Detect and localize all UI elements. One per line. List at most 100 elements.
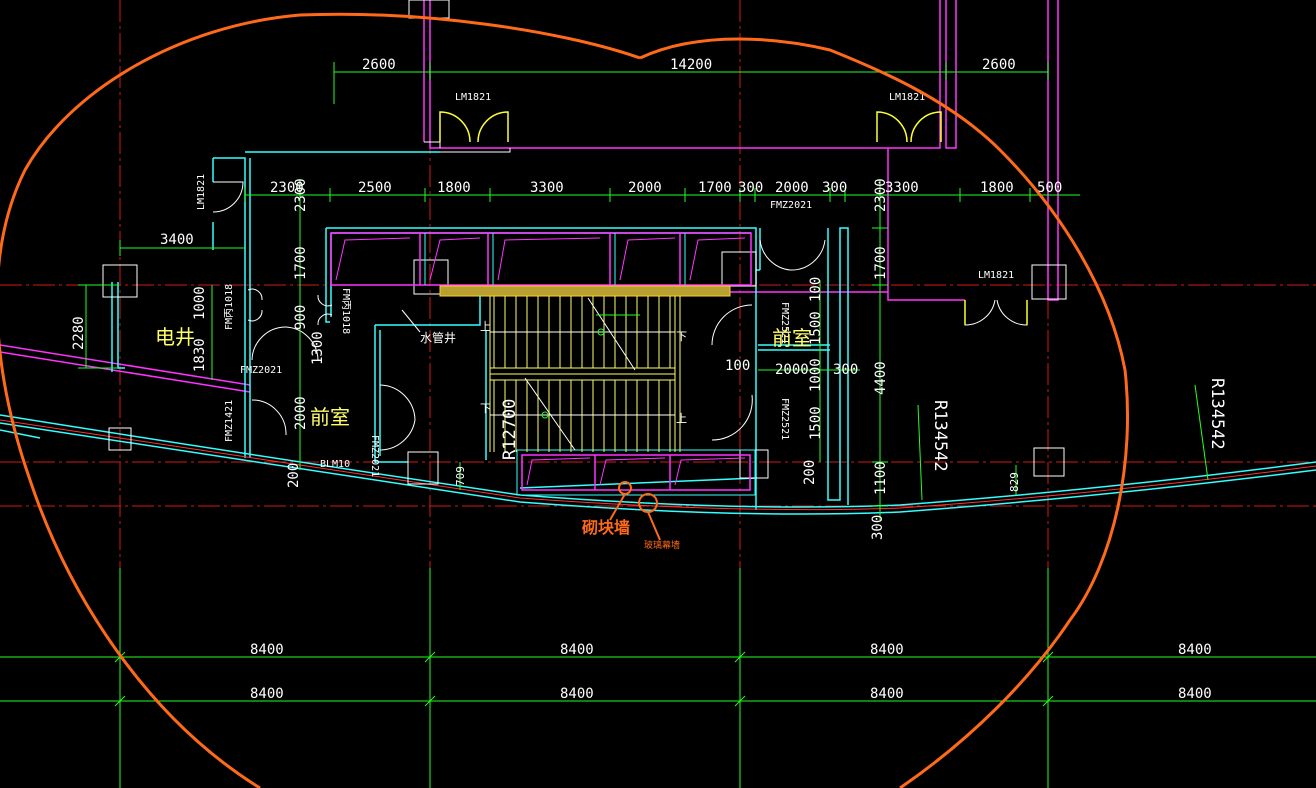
dim-left-200: 200	[286, 463, 302, 488]
grid-dim-2-1: 8400	[250, 686, 284, 702]
dim-900: 900	[293, 305, 309, 330]
radius-mid: R134542	[930, 400, 950, 472]
room-front-left: 前室	[310, 405, 350, 429]
curved-red-line	[0, 419, 1316, 511]
dim-1300: 1300	[310, 331, 326, 365]
door-fmz2021-left: FMZ2021	[240, 365, 282, 376]
left-dimension-labels: 3400 2280 1000 1830 2300 1700 900 1300 2…	[71, 178, 326, 488]
dim-left-2300: 2300	[293, 178, 309, 212]
annot-leader-a	[609, 493, 626, 521]
dim-100a: 100	[808, 277, 824, 302]
radius-center: R12700	[500, 399, 520, 460]
water-shaft-leader	[401, 309, 421, 333]
grid-dim-1-4: 8400	[1178, 642, 1212, 658]
dim-1000: 1000	[192, 286, 208, 320]
row-dim-11: 1800	[980, 180, 1014, 196]
dim-right-bay: 2600	[982, 57, 1016, 73]
stair-direction-labels: 上 下 下 上	[480, 320, 687, 425]
dimension-lines	[78, 62, 1209, 520]
grid-dim-2-2: 8400	[560, 686, 594, 702]
stair-down-b: 下	[480, 402, 491, 415]
dim-left-bay: 2600	[362, 57, 396, 73]
dim-300b: 300	[833, 362, 858, 378]
dim-1100: 1100	[873, 461, 889, 495]
row-dim-9: 300	[822, 180, 847, 196]
row-dim-8: 2000	[775, 180, 809, 196]
dim-1830: 1830	[192, 338, 208, 372]
radius-labels: R12700 R134542 R134542	[500, 378, 1227, 472]
bottom-shaft-row	[516, 449, 756, 496]
misc-dimension-labels: 709 829	[454, 466, 1021, 492]
door-fmz1421: FMZ1421	[224, 400, 235, 442]
annot-leader-b	[647, 511, 661, 541]
row-dim-3: 1800	[437, 180, 471, 196]
door-lm1821-left: LM1821	[196, 174, 207, 210]
room-water-shaft: 水管井	[420, 330, 456, 345]
grid-dim-2-3: 8400	[870, 686, 904, 702]
curved-boundary-wall	[0, 414, 1316, 515]
stair-arrows	[490, 297, 675, 451]
grid-dim-1-1: 8400	[250, 642, 284, 658]
row-dim-6: 1700	[698, 180, 732, 196]
dim-right-300: 300	[870, 515, 886, 540]
grid-dim-2-4: 8400	[1178, 686, 1212, 702]
doors	[212, 111, 1028, 326]
row-dim-5: 2000	[628, 180, 662, 196]
row-dim-4: 3300	[530, 180, 564, 196]
dim-709: 709	[454, 466, 467, 486]
stair-up-b: 上	[676, 412, 687, 425]
door-lm1821-top-right: LM1821	[889, 92, 925, 103]
grid-dimension-labels: 8400 8400 8400 8400 8400 8400 8400 8400	[250, 642, 1212, 702]
top-shaft-row	[330, 232, 752, 286]
door-lm1821-right: LM1821	[978, 270, 1014, 281]
dim-right-1000: 1000	[808, 358, 824, 392]
door-fmz2521-a: FMZ2521	[779, 302, 790, 344]
columns	[102, 0, 1067, 485]
row-dim-7: 300	[738, 180, 763, 196]
room-labels: 电井 前室 前室 水管井	[155, 325, 812, 429]
room-elec-shaft: 电井	[155, 325, 195, 349]
right-dimension-labels: 2300 1700 4400 1100 300 100 1500 1000 15…	[725, 178, 889, 540]
door-fm1018-a: FM丙1018	[224, 284, 235, 330]
dim-left-2000: 2000	[293, 396, 309, 430]
white-doors	[247, 239, 826, 451]
dim-right-200: 200	[802, 460, 818, 485]
grid-dim-1-2: 8400	[560, 642, 594, 658]
stair-up-a: 上	[480, 320, 491, 333]
dim-4400: 4400	[873, 361, 889, 395]
stair-down-a: 下	[676, 330, 687, 343]
row-dim-1: 2300	[270, 180, 304, 196]
door-lm1821-top-left: LM1821	[455, 92, 491, 103]
dim-right-2000: 2000	[775, 362, 809, 378]
door-labels: LM1821 LM1821 LM1821 LM1821 FMZ2021 FMZ2…	[196, 92, 1014, 477]
stair-beam	[439, 285, 731, 297]
dim-right-2300: 2300	[873, 178, 889, 212]
door-fmz2521-b: FMZ2521	[779, 398, 790, 440]
dim-right-1700: 1700	[873, 246, 889, 280]
row-dim-10: 3300	[885, 180, 919, 196]
dim-2280: 2280	[71, 316, 87, 350]
grid-dimension-lines	[0, 568, 1316, 788]
door-fm1018-b: FM丙1018	[340, 288, 351, 334]
grid-dim-1-3: 8400	[870, 642, 904, 658]
dim-1500a: 1500	[808, 311, 824, 345]
dim-100b: 100	[725, 358, 750, 374]
stair-flights	[489, 296, 681, 452]
dim-left-1700: 1700	[293, 246, 309, 280]
door-fmz2021-mid: FMZ2021	[369, 435, 380, 477]
dim-3400: 3400	[160, 232, 194, 248]
door-fmz2021-right-top: FMZ2021	[770, 200, 812, 211]
revision-cloud	[0, 12, 1130, 788]
row-dim-12: 500	[1037, 180, 1062, 196]
radius-right: R134542	[1207, 378, 1227, 450]
top-dimension-labels: 2600 14200 2600	[362, 57, 1016, 73]
room-front-right: 前室	[772, 326, 812, 350]
door-blm10: BLM10	[320, 459, 350, 470]
dim-829: 829	[1008, 472, 1021, 492]
annot-glass-curtain: 玻璃幕墙	[644, 539, 680, 551]
annot-masonry-wall: 砌块墙	[581, 518, 630, 537]
dim-1500b: 1500	[808, 406, 824, 440]
row-dimension-labels: 2300 2500 1800 3300 2000 1700 300 2000 3…	[270, 180, 1062, 196]
